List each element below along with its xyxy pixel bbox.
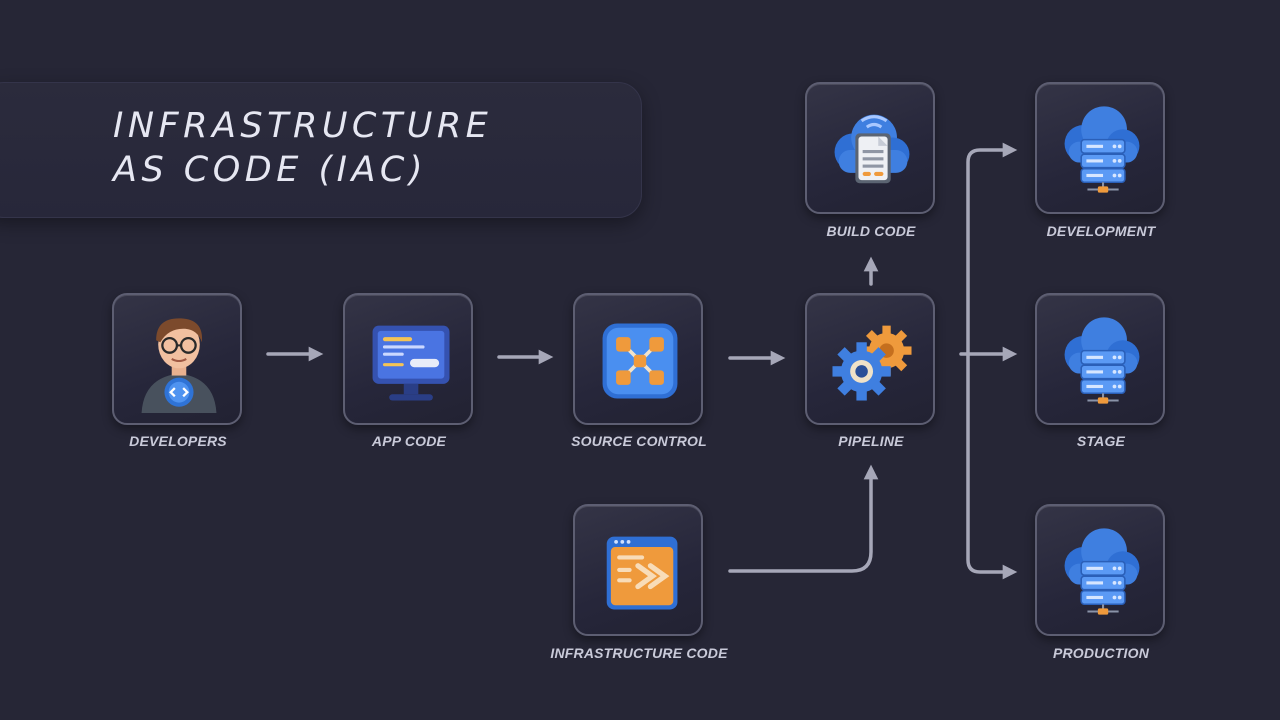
arrow-to-production [966,352,1018,580]
development-tile[interactable] [1035,82,1165,214]
source-control-label: SOURCE CONTROL [571,433,707,449]
production-tile[interactable] [1035,504,1165,636]
cloud-server-icon [1064,317,1140,404]
page-title-line-2: AS CODE (IAC) [113,150,427,190]
build-code-label: BUILD CODE [826,223,916,239]
title-panel [0,82,642,218]
app-code-tile[interactable] [343,293,473,425]
cloud-document-icon [834,114,910,184]
developer-avatar-icon [141,318,217,413]
stage-tile[interactable] [1035,293,1165,425]
pipeline-label: PIPELINE [838,433,904,449]
monitor-code-icon [372,325,450,401]
stage-label: STAGE [1076,433,1126,449]
terminal-window-icon [606,536,678,610]
developers-label: DEVELOPERS [129,433,227,449]
build-code-tile[interactable] [805,82,935,214]
cloud-server-icon [1064,106,1140,193]
arrow-infrastructure-code-to-pipeline [728,464,879,573]
developers-tile[interactable] [112,293,242,425]
cloud-server-icon [1064,528,1140,615]
arrow-to-development [966,142,1018,356]
production-label: PRODUCTION [1052,645,1150,661]
app-code-label: APP CODE [371,433,447,449]
development-label: DEVELOPMENT [1046,223,1156,239]
infrastructure-code-label: INFRASTRUCTURE CODE [550,645,728,661]
page-title-line-1: INFRASTRUCTURE [113,106,493,146]
network-nodes-icon [602,323,678,399]
pipeline-tile[interactable] [805,293,935,425]
gears-icon [832,325,912,401]
infrastructure-code-tile[interactable] [573,504,703,636]
source-control-tile[interactable] [573,293,703,425]
